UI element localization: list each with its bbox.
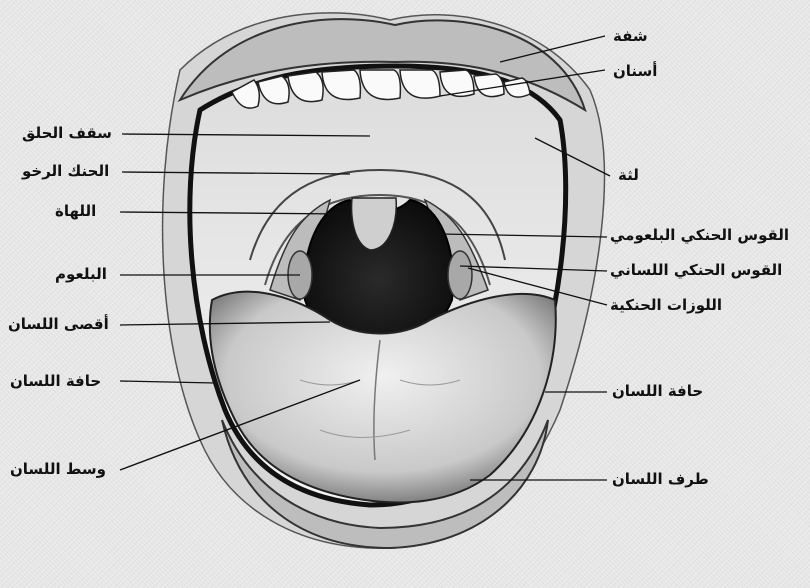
label-pharynx: البلعوم (55, 265, 107, 283)
label-teeth: أسنان (613, 62, 657, 80)
label-tongue-side-left: حافة اللسان (10, 372, 101, 390)
label-tongue-middle: وسط اللسان (10, 460, 106, 478)
label-soft-palate: الحنك الرخو (22, 162, 109, 180)
label-hard-palate: سقف الحلق (22, 124, 112, 142)
label-tongue-side-right: حافة اللسان (612, 382, 703, 400)
label-tongue-tip: طرف اللسان (612, 470, 709, 488)
label-palatopharyngeal-arch: القوس الحنكي اللساني (610, 261, 782, 279)
label-palatoglossal-arch: القوس الحنكي البلعومي (610, 226, 789, 244)
label-palatine-tonsils: اللوزات الحنكية (610, 296, 722, 314)
label-lip: شفة (613, 27, 648, 45)
label-gum: لثة (618, 166, 639, 184)
right-tonsil (448, 251, 472, 299)
label-tongue-back: أقصى اللسان (8, 315, 109, 333)
label-uvula: اللهاة (55, 202, 96, 220)
